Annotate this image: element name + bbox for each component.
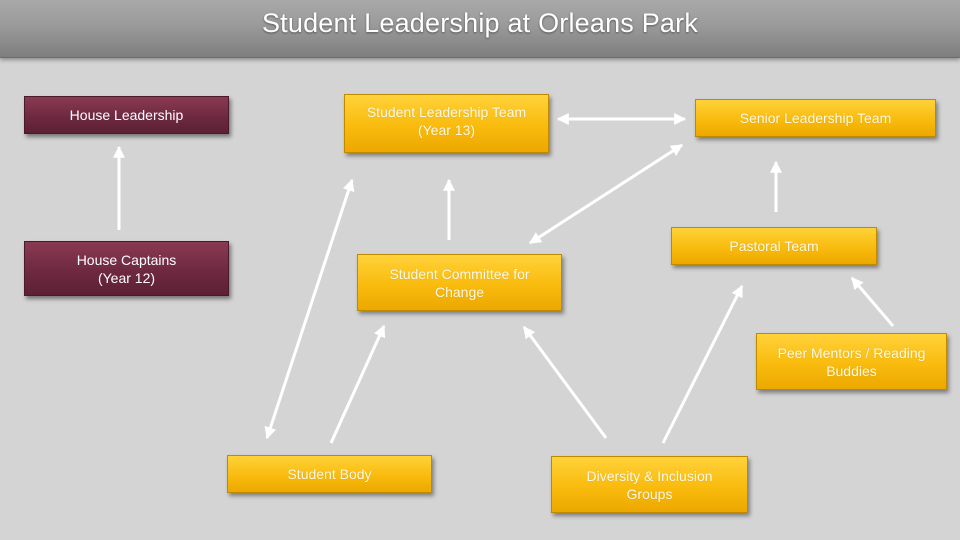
senior-leadership-team-box: Senior Leadership Team: [695, 99, 936, 137]
senior-leadership-team-label: Senior Leadership Team: [739, 110, 892, 126]
arrow-body-to-committee: [329, 324, 386, 444]
house-captains-box: House Captains (Year 12): [24, 241, 229, 296]
student-committee-label: Student Committee for Change: [389, 265, 530, 300]
arrow-diversity-to-pastoral: [661, 284, 744, 444]
arrow-diversity-to-committee: [522, 326, 608, 439]
student-body-box: Student Body: [227, 455, 432, 493]
student-committee-box: Student Committee for Change: [357, 254, 562, 311]
house-captains-label: House Captains (Year 12): [76, 251, 177, 286]
pastoral-team-box: Pastoral Team: [671, 227, 877, 265]
student-leadership-team-label: Student Leadership Team (Year 13): [366, 104, 527, 138]
house-leadership-label: House Leadership: [69, 107, 184, 123]
page-title: Student Leadership at Orleans Park: [261, 8, 699, 38]
arrow-senior-committee-bidirectional: [528, 143, 684, 245]
house-leadership-box: House Leadership: [24, 96, 229, 134]
arrow-body-slt-bidirectional: [264, 178, 355, 440]
title-bar: Student Leadership at Orleans Park: [0, 0, 960, 58]
student-leadership-team-box: Student Leadership Team (Year 13): [344, 94, 549, 153]
arrow-peer-to-pastoral: [850, 277, 895, 327]
peer-mentors-label: Peer Mentors / Reading Buddies: [777, 344, 926, 379]
diversity-groups-label: Diversity & Inclusion Groups: [586, 467, 713, 502]
pastoral-team-label: Pastoral Team: [729, 238, 819, 254]
diversity-groups-box: Diversity & Inclusion Groups: [551, 456, 748, 513]
student-body-label: Student Body: [287, 466, 372, 482]
peer-mentors-box: Peer Mentors / Reading Buddies: [756, 333, 947, 390]
